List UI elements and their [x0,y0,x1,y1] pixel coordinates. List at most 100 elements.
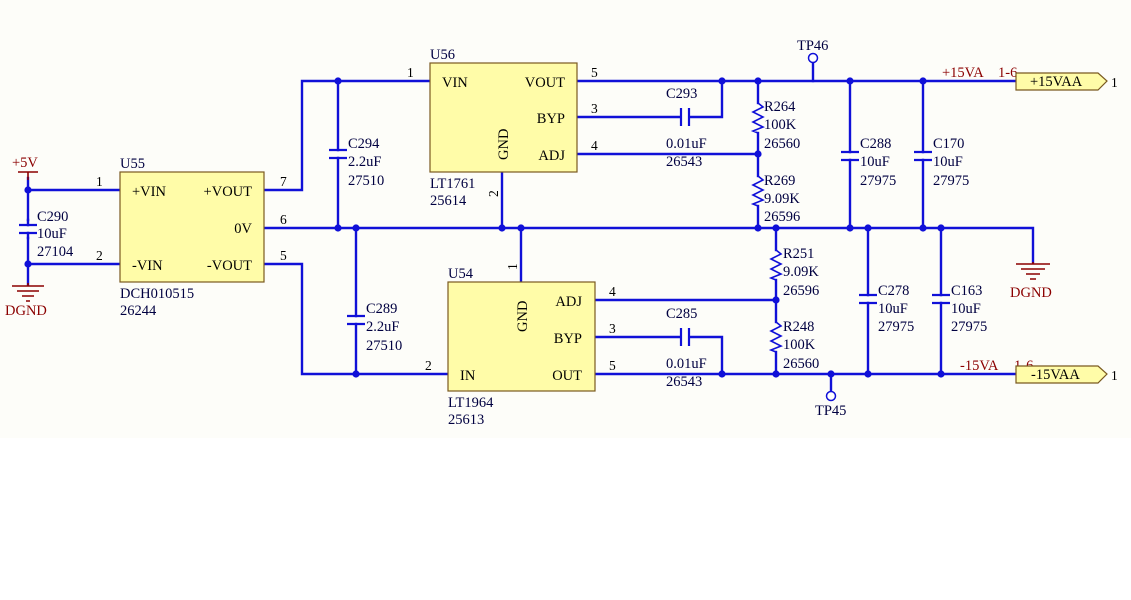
u54-pin-gnd: GND [515,301,531,332]
resistor-r251[interactable]: R251 9.09K 26596 [768,246,819,299]
capacitor-c163[interactable]: C163 10uF 27975 [932,283,987,335]
port-minus-15vaa-label: -15VAA [1031,367,1080,383]
c289-number: 27510 [366,338,402,354]
u56-pin-byp: BYP [537,111,565,127]
capacitor-c288[interactable]: C288 10uF 27975 [841,136,896,189]
c293-value: 0.01uF [666,136,707,152]
r269-number: 26596 [764,209,800,225]
u54-pin-in: IN [460,368,476,384]
u56-pin-number-4: 4 [591,138,598,153]
u55-pin-vin-neg: -VIN [132,258,163,274]
c290-value: 10uF [37,226,67,242]
u55-pin-number-1: 1 [96,174,103,189]
u56-pin-vin: VIN [442,75,468,91]
resistor-r269[interactable]: R269 9.09K 26596 [750,173,800,225]
c163-number: 27975 [951,319,987,335]
u55-part: DCH010515 [120,286,194,302]
port-plus-15vaa-label: +15VAA [1030,74,1083,90]
c285-designator: C285 [666,306,697,322]
power-plus-5v[interactable]: +5V [12,155,38,180]
u54-number: 25613 [448,412,484,428]
tp46-label: TP46 [797,38,828,54]
u56-pin-number-5: 5 [591,65,598,80]
c285-value: 0.01uF [666,356,707,372]
test-point-tp46[interactable]: TP46 [797,38,828,64]
u54-pin-out: OUT [552,368,582,384]
c289-value: 2.2uF [366,319,399,335]
u54-pin-byp: BYP [554,331,582,347]
capacitor-c290[interactable]: C290 10uF 27104 [19,209,74,260]
u55-pin-vin-pos: +VIN [132,184,166,200]
capacitor-c278[interactable]: C278 10uF 27975 [859,283,914,335]
u54-pin-number-1: 1 [505,263,520,270]
u55-converter[interactable]: U55 DCH010515 26244 +VIN -VIN +VOUT 0V -… [96,156,287,319]
u55-body [119,171,265,283]
c294-value: 2.2uF [348,154,381,170]
capacitor-c285[interactable]: C285 0.01uF 26543 [666,306,707,390]
u54-pin-number-5: 5 [609,358,616,373]
r248-designator: R248 [783,319,814,335]
u56-pin-number-2: 2 [486,190,501,197]
port-minus-15vaa-flag [1015,365,1108,384]
c285-number: 26543 [666,374,702,390]
u56-regulator[interactable]: U56 LT1761 25614 VIN VOUT BYP ADJ GND 1 … [407,47,598,209]
u56-pin-gnd: GND [496,129,512,160]
net-label-minus-15va-text: -15VA [960,358,999,374]
u54-pin-number-2: 2 [425,358,432,373]
u55-designator: U55 [120,156,145,172]
junctions [24,77,945,378]
port-minus-15vaa-pin: 1 [1111,368,1118,383]
u54-pin-adj: ADJ [555,294,582,310]
c294-designator: C294 [348,136,380,152]
r251-designator: R251 [783,246,814,262]
capacitor-c293[interactable]: C293 0.01uF 26543 [666,86,707,170]
r264-value: 100K [764,117,797,133]
u56-body [429,62,578,173]
port-plus-15vaa[interactable]: +15VAA 1 [1015,72,1118,91]
u56-pin-number-3: 3 [591,101,598,116]
c163-designator: C163 [951,283,982,299]
c293-number: 26543 [666,154,702,170]
test-point-tp45[interactable]: TP45 [815,390,846,420]
ground-dgnd-right[interactable]: DGND [1010,262,1052,301]
c278-designator: C278 [878,283,909,299]
u54-pin-number-4: 4 [609,284,616,299]
c170-value: 10uF [933,154,963,170]
port-minus-15vaa[interactable]: -15VAA 1 [1015,365,1118,384]
u54-pin-number-3: 3 [609,321,616,336]
u56-pin-number-1: 1 [407,65,414,80]
port-plus-15vaa-flag [1015,72,1108,91]
u55-pin-vout-pos: +VOUT [204,184,253,200]
tp45-label: TP45 [815,403,846,419]
ground-dgnd-left[interactable]: DGND [5,283,47,319]
r269-designator: R269 [764,173,795,189]
u54-regulator[interactable]: U54 LT1964 25613 IN ADJ BYP OUT GND 2 4 … [425,263,616,428]
u55-pin-0v: 0V [234,221,252,237]
u56-designator: U56 [430,47,455,63]
wires [26,60,1035,394]
c293-designator: C293 [666,86,697,102]
c290-number: 27104 [37,244,74,260]
u54-part: LT1964 [448,395,494,411]
c288-number: 27975 [860,173,896,189]
capacitor-c294[interactable]: C294 2.2uF 27510 [329,136,384,189]
c288-designator: C288 [860,136,891,152]
c288-value: 10uF [860,154,890,170]
u56-number: 25614 [430,193,467,209]
r248-number: 26560 [783,356,819,372]
r248-value: 100K [783,337,816,353]
capacitor-c289[interactable]: C289 2.2uF 27510 [347,301,402,354]
u55-number: 26244 [120,303,157,319]
resistor-r248[interactable]: R248 100K 26560 [768,319,819,372]
c294-number: 27510 [348,173,384,189]
r269-value: 9.09K [764,191,800,207]
c278-value: 10uF [878,301,908,317]
capacitor-c170[interactable]: C170 10uF 27975 [914,136,969,189]
net-label-dgnd-right: DGND [1010,285,1052,301]
port-plus-15vaa-pin: 1 [1111,75,1118,90]
u55-pin-number-7: 7 [280,174,287,189]
resistor-r264[interactable]: R264 100K 26560 [750,99,800,152]
c170-number: 27975 [933,173,969,189]
net-label-plus-5v: +5V [12,155,38,171]
